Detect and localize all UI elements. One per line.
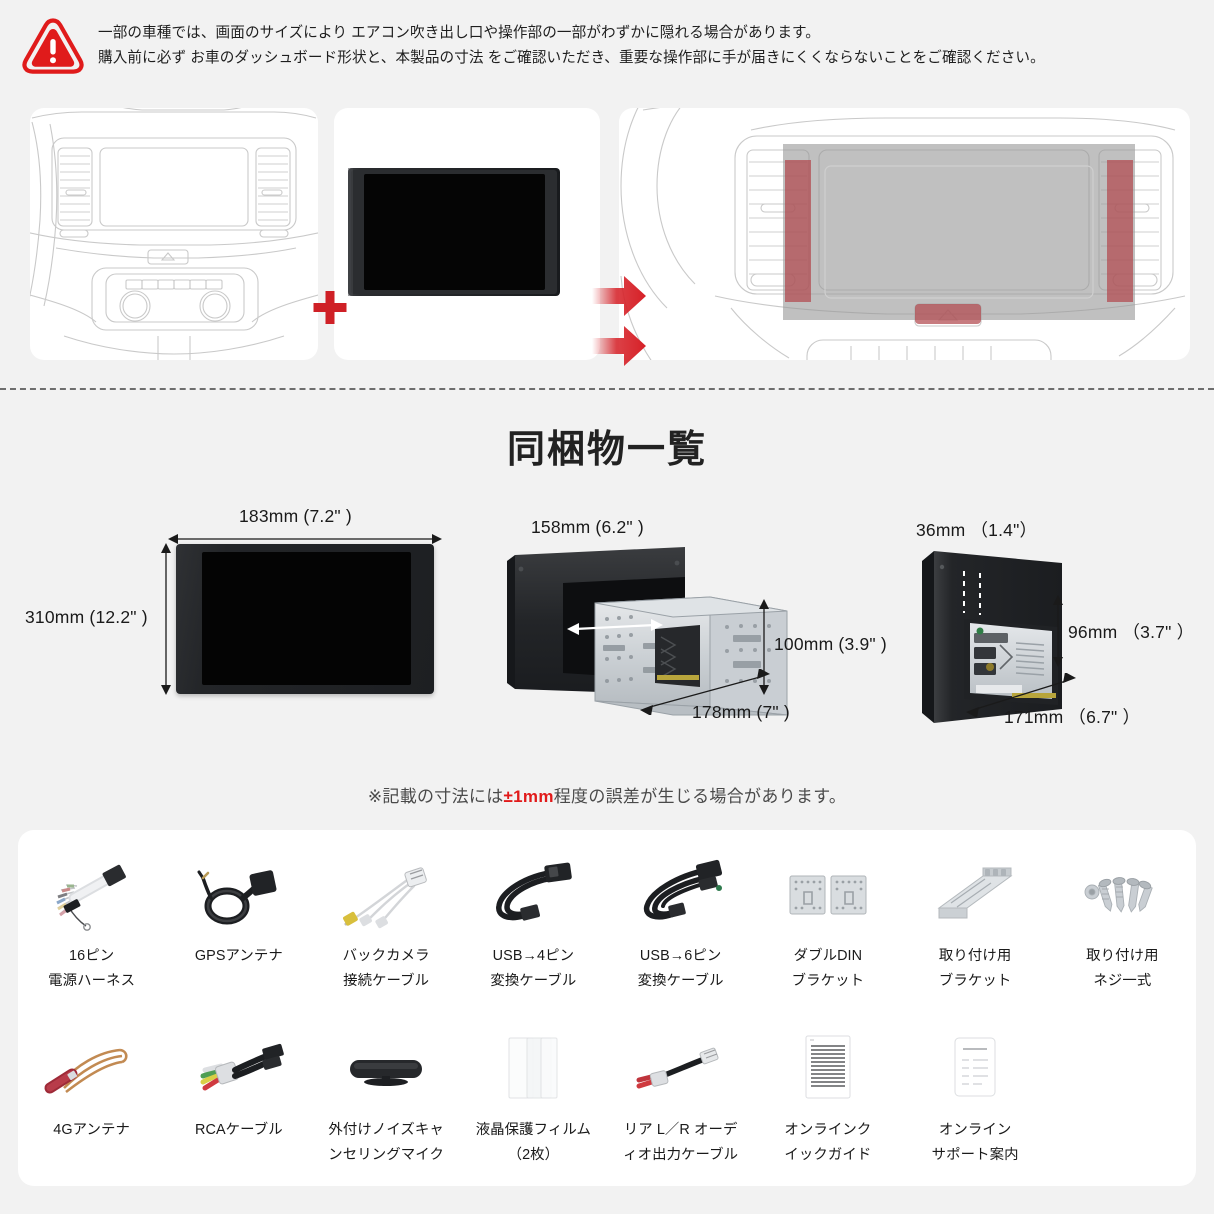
illustration-panels [0,92,1214,374]
warning-text-block: 一部の車種では、画面のサイズにより エアコン吹き出し口や操作部の一部がわずかに隠… [98,21,1045,71]
accessory-label: バックカメラ 接続ケーブル [342,948,430,989]
4g-antenna-icon [37,1026,147,1112]
accessory-item: オンラインク イックガイド [754,1012,901,1168]
rear-top-label: 36mm （1.4"） [916,520,1038,540]
backup-camera-cable-icon [331,852,441,938]
note-emphasis: ±1mm [503,787,554,806]
front-width-label: 183mm (7.2" ) [239,506,352,526]
car-dashboard-before-illustration [30,108,318,360]
warning-line-1: 一部の車種では、画面のサイズにより エアコン吹き出し口や操作部の一部がわずかに隠… [98,25,820,41]
accessory-item: USB→4ピン 変換ケーブル [460,838,607,994]
accessory-item: RCAケーブル [165,1012,312,1168]
note-suffix: 程度の誤差が生じる場合があります。 [553,787,847,806]
wire-harness-icon [37,852,147,938]
accessory-label: 液晶保護フィルム （2枚） [475,1122,592,1163]
accessory-item: 液晶保護フィルム （2枚） [460,1012,607,1168]
accessories-row-1: 16ピン 電源ハーネス GPSアンテナ [18,838,1196,994]
rear-audio-cable-icon [626,1026,736,1112]
accessory-label: ダブルDIN ブラケット [791,948,865,989]
accessory-item-empty [1049,1012,1196,1168]
accessories-row-2: 4Gアンテナ [18,1012,1196,1168]
accessory-label: GPSアンテナ [194,948,283,964]
accessory-label: RCAケーブル [194,1122,283,1138]
accessory-label: オンライン サポート案内 [931,1122,1019,1163]
accessory-item: GPSアンテナ [165,838,312,994]
accessory-item: 取り付け用 ブラケット [902,838,1049,994]
usb-6pin-cable-icon [626,852,736,938]
double-din-bracket-icon [773,852,883,938]
accessory-item: 4Gアンテナ [18,1012,165,1168]
usb-4pin-cable-icon [478,852,588,938]
rca-cable-icon [184,1026,294,1112]
warning-banner: 一部の車種では、画面のサイズにより エアコン吹き出し口や操作部の一部がわずかに隠… [0,0,1214,92]
accessory-label: 取り付け用 ブラケット [938,948,1012,989]
gps-antenna-icon [184,852,294,938]
warning-triangle-icon [22,17,84,75]
accessory-label: リア L／R オーデ ィオ出力ケーブル [623,1122,739,1163]
page-title: 同梱物一覧 [506,429,707,471]
accessory-item: ダブルDIN ブラケット [754,838,901,994]
accessory-label: オンラインク イックガイド [784,1122,872,1163]
accessory-item: リア L／R オーデ ィオ出力ケーブル [607,1012,754,1168]
accessory-item: USB→6ピン 変換ケーブル [607,838,754,994]
external-microphone-icon [331,1026,441,1112]
rear-right-label: 96mm （3.7" ） [1068,622,1195,642]
accessory-item: 16ピン 電源ハーネス [18,838,165,994]
section-divider [0,388,1214,390]
note-prefix: ※記載の寸法には [367,787,504,806]
accessory-label: 外付けノイズキャ ンセリングマイク [328,1122,444,1163]
mounting-bracket-icon [920,852,1030,938]
head-unit-product-photo [334,108,600,360]
front-view-unit [176,544,434,694]
warning-line-2: 購入前に必ず お車のダッシュボード形状と、本製品の寸法 をご確認いただき、重要な… [98,50,1045,66]
dimension-diagrams: 183mm (7.2" ) 310mm (12.2" ) 158mm (6.2"… [0,495,1214,755]
plus-symbol-icon [312,290,348,326]
quick-guide-icon [773,1026,883,1112]
support-info-icon [920,1026,1030,1112]
iso-top-label: 158mm (6.2" ) [531,517,644,537]
screen-protector-icon [478,1026,588,1112]
accessory-label: USB→6ピン 変換ケーブル [637,948,724,989]
iso-right-label: 100mm (3.9" ) [774,634,887,654]
accessory-item: バックカメラ 接続ケーブル [313,838,460,994]
accessory-label: 取り付け用 ネジ一式 [1086,948,1159,989]
car-dashboard-after-illustration [619,108,1190,360]
mounting-screws-icon [1067,852,1177,938]
tolerance-note: ※記載の寸法には±1mm程度の誤差が生じる場合があります。 [0,782,1214,807]
accessory-label: 16ピン 電源ハーネス [48,948,136,989]
accessories-card: 16ピン 電源ハーネス GPSアンテナ [18,830,1196,1186]
accessory-item: 取り付け用 ネジ一式 [1049,838,1196,994]
accessory-label: USB→4ピン 変換ケーブル [490,948,577,989]
front-height-label: 310mm (12.2" ) [25,607,148,627]
iso-bottom-label: 178mm (7" ) [692,702,790,722]
transition-arrows [592,272,656,387]
accessory-label: 4Gアンテナ [53,1122,131,1138]
accessory-item: 外付けノイズキャ ンセリングマイク [313,1012,460,1168]
accessory-item: オンライン サポート案内 [902,1012,1049,1168]
rear-bottom-label: 171mm （6.7" ） [1004,707,1141,727]
